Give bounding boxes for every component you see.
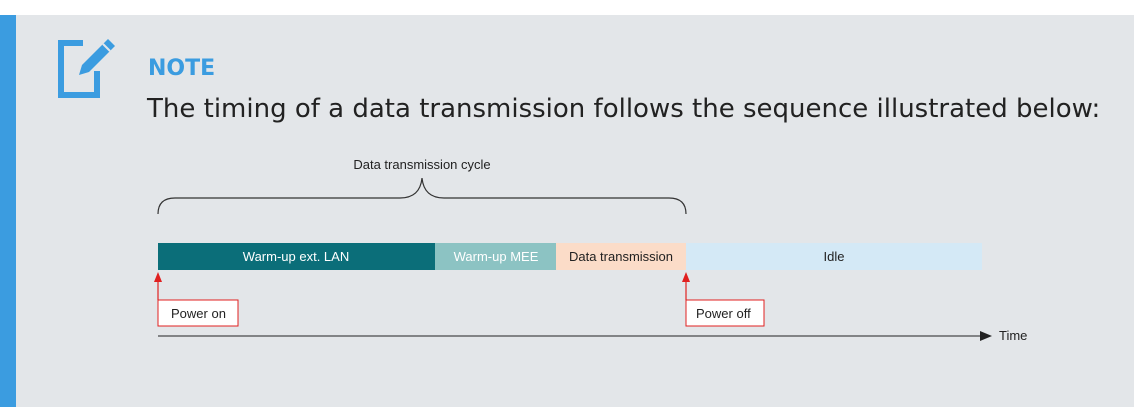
phase-label: Warm-up MEE — [454, 249, 539, 264]
cycle-brace — [157, 177, 687, 215]
marker-label: Power off — [696, 306, 751, 321]
phase-warmup-mee: Warm-up MEE — [435, 243, 556, 270]
marker-arrowhead — [682, 272, 690, 282]
phase-bar — [686, 243, 982, 270]
marker-power-on: Power on — [154, 272, 239, 327]
phase-label: Warm-up ext. LAN — [243, 249, 349, 264]
note-box: NOTE The timing of a data transmission f… — [0, 15, 1134, 407]
phase-bar — [435, 243, 556, 270]
marker-power-off: Power off — [682, 272, 765, 327]
phase-label: Data transmission — [569, 249, 673, 264]
note-heading: NOTE — [148, 56, 216, 81]
time-axis: Time — [158, 328, 1027, 343]
cycle-label: Data transmission cycle — [353, 157, 490, 172]
phase-idle: Idle — [686, 243, 982, 270]
marker-label: Power on — [171, 306, 226, 321]
note-accent-bar — [0, 15, 16, 407]
phase-bar — [556, 243, 686, 270]
edit-note-icon — [58, 39, 115, 98]
phase-bar — [158, 243, 435, 270]
marker-box — [157, 299, 239, 327]
marker-arrowhead — [154, 272, 162, 282]
note-body: The timing of a data transmission follow… — [147, 94, 1101, 124]
time-axis-arrowhead — [980, 331, 992, 341]
time-axis-label: Time — [999, 328, 1027, 343]
phase-label: Idle — [824, 249, 845, 264]
phase-warmup-lan: Warm-up ext. LAN — [158, 243, 435, 270]
marker-box — [685, 299, 765, 327]
phase-data-transmission: Data transmission — [556, 243, 686, 270]
